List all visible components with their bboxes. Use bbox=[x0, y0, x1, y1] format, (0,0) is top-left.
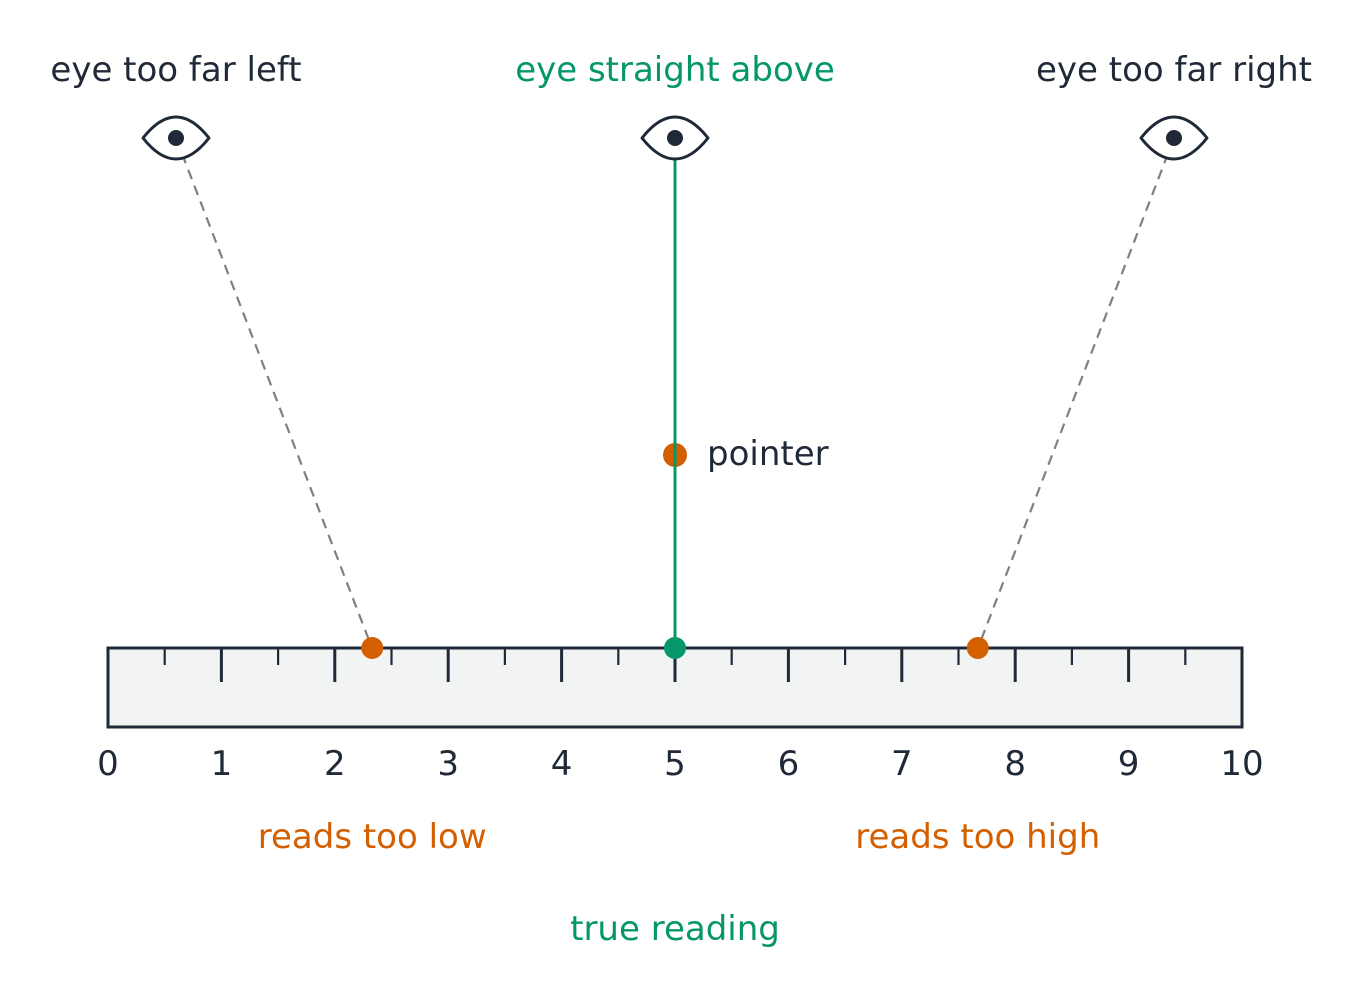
eye-icon bbox=[141, 115, 211, 161]
reading-true-label: true reading bbox=[570, 909, 780, 949]
eye-left-label: eye too far left bbox=[50, 50, 301, 90]
eye-icon bbox=[1139, 115, 1209, 161]
tick-label: 10 bbox=[1220, 744, 1263, 784]
reading-marker-true bbox=[664, 637, 686, 659]
tick-label: 2 bbox=[324, 744, 346, 784]
sightline-right-eye bbox=[976, 137, 1176, 649]
eye-pupil bbox=[168, 130, 184, 146]
eye-pupil bbox=[1166, 130, 1182, 146]
eye-icon bbox=[640, 115, 710, 161]
tick-label: 3 bbox=[437, 744, 459, 784]
tick-label: 8 bbox=[1004, 744, 1026, 784]
ruler-tick-labels: 0 1 2 3 4 5 6 7 8 9 10 bbox=[97, 744, 1263, 784]
eye-pupil bbox=[667, 130, 683, 146]
reading-marker-high bbox=[966, 637, 989, 659]
pointer-label: pointer bbox=[707, 434, 829, 474]
tick-label: 9 bbox=[1118, 744, 1140, 784]
reading-low-label: reads too low bbox=[258, 817, 487, 857]
tick-label: 4 bbox=[551, 744, 573, 784]
tick-label: 0 bbox=[97, 744, 119, 784]
tick-label: 5 bbox=[664, 744, 686, 784]
eye-center-label: eye straight above bbox=[515, 50, 835, 90]
sightline-left-eye bbox=[174, 137, 374, 649]
reading-high-label: reads too high bbox=[855, 817, 1100, 857]
ruler: 0 1 2 3 4 5 6 7 8 9 10 bbox=[97, 646, 1264, 784]
eye-right-label: eye too far right bbox=[1036, 50, 1312, 90]
tick-label: 1 bbox=[211, 744, 233, 784]
tick-label: 7 bbox=[891, 744, 913, 784]
tick-label: 6 bbox=[778, 744, 800, 784]
reading-marker-low bbox=[361, 637, 384, 659]
